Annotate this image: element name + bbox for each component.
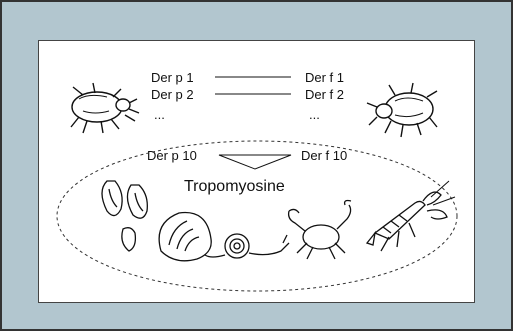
right-label-bottom: Der f 10: [301, 148, 347, 163]
diagram-panel: Der p 1 Der p 2 ... Der f 1 Der f 2 ... …: [38, 40, 475, 303]
right-label-2: Der f 2: [305, 87, 344, 102]
lobster-icon: [367, 181, 455, 251]
left-label-3: ...: [154, 107, 165, 122]
right-label-1: Der f 1: [305, 70, 344, 85]
right-label-3: ...: [309, 107, 320, 122]
left-label-bottom: Der p 10: [147, 148, 197, 163]
dust-mite-left-icon: [71, 83, 139, 133]
dust-mite-right-icon: [367, 83, 437, 137]
diagram-canvas: Der p 1 Der p 2 ... Der f 1 Der f 2 ... …: [39, 41, 476, 304]
mussel-icon: [102, 181, 147, 251]
oyster-icon: [159, 213, 211, 261]
crab-icon: [289, 201, 351, 260]
snail-icon: [205, 234, 289, 258]
center-label: Tropomyosine: [184, 178, 285, 195]
left-label-1: Der p 1: [151, 70, 194, 85]
connector-lines: [215, 77, 291, 169]
left-label-2: Der p 2: [151, 87, 194, 102]
